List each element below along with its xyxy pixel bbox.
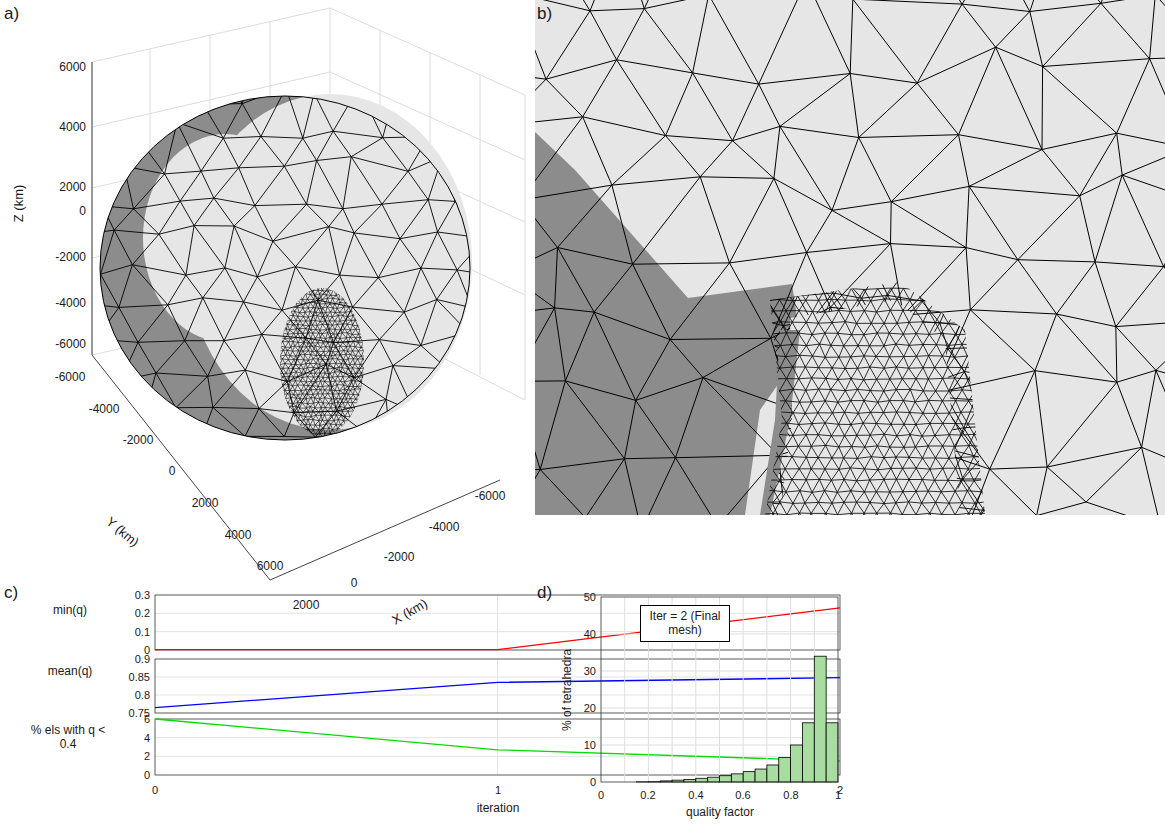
grid-line bbox=[624, 597, 625, 782]
axis-label: 0.2 bbox=[135, 607, 150, 620]
axis-label: 0.6 bbox=[735, 789, 750, 802]
axis-label: 0.85 bbox=[129, 671, 150, 684]
axis-label: 30 bbox=[584, 665, 596, 678]
axis-label: 2 bbox=[144, 750, 150, 763]
histogram-bar bbox=[731, 774, 743, 782]
axis-label: 2000 bbox=[59, 181, 86, 195]
axis-label: 4000 bbox=[225, 529, 252, 543]
axis-label: 0.8 bbox=[135, 689, 150, 702]
axis-line bbox=[92, 62, 500, 580]
axis-label: X (km) bbox=[390, 596, 431, 628]
histogram-bar bbox=[708, 777, 720, 782]
axis-label: -2000 bbox=[55, 251, 86, 265]
grid-line bbox=[766, 597, 767, 782]
axis-label: -2000 bbox=[384, 551, 415, 565]
grid-line bbox=[497, 659, 498, 713]
axis-label: mean(q) bbox=[48, 665, 93, 679]
axis-label: 10 bbox=[584, 739, 596, 752]
axis-label: 0.9 bbox=[135, 653, 150, 666]
axis-label: -4000 bbox=[429, 521, 460, 535]
axis-label: 0.2 bbox=[640, 789, 655, 802]
axis-label: 0 bbox=[144, 769, 150, 782]
axis-label: 0 bbox=[351, 577, 358, 591]
zoom-background bbox=[535, 0, 1165, 515]
axis-label: -4000 bbox=[55, 297, 86, 311]
panel-letter: b) bbox=[537, 4, 552, 24]
data-line bbox=[155, 719, 840, 761]
axis-label: 2000 bbox=[293, 599, 320, 613]
axis-label: Y (km) bbox=[103, 514, 142, 550]
panel-letter: c) bbox=[4, 583, 18, 603]
annotation-box: Iter = 2 (Final mesh) bbox=[640, 605, 730, 642]
axis-label: -6000 bbox=[55, 371, 86, 385]
histogram-bar bbox=[767, 765, 779, 782]
axis-label: 6 bbox=[144, 713, 150, 726]
mesh-medium bbox=[585, 189, 1119, 536]
axis-label: 0.4 bbox=[688, 789, 703, 802]
axis-label: 6000 bbox=[59, 61, 86, 75]
axis-label: 2000 bbox=[192, 497, 219, 511]
mesh-coarse bbox=[535, 0, 1165, 515]
axis-label: Z (km) bbox=[13, 184, 28, 222]
axis-label: 4 bbox=[144, 732, 150, 745]
axis-label: 0 bbox=[152, 784, 158, 797]
mesh-outline bbox=[100, 96, 470, 440]
annotation-text: Iter = 2 (Final mesh) bbox=[648, 609, 722, 638]
axis-label: -2000 bbox=[123, 434, 154, 448]
panel-letter: a) bbox=[4, 4, 19, 24]
histogram-bar bbox=[814, 656, 826, 782]
histogram-bar bbox=[791, 745, 803, 782]
axis-label: % of tetrahedra bbox=[561, 649, 575, 731]
axis-label: 40 bbox=[584, 628, 596, 641]
plot-frame bbox=[155, 659, 840, 713]
axis-label: 1 bbox=[495, 784, 501, 797]
panel-letter: d) bbox=[537, 583, 552, 603]
mesh-lines bbox=[456, 0, 1165, 538]
data-line bbox=[155, 678, 840, 708]
histogram-bar bbox=[720, 776, 732, 782]
axis-label: 0.3 bbox=[135, 589, 150, 602]
mesh-dense bbox=[746, 288, 1001, 526]
axis-label: quality factor bbox=[686, 806, 754, 820]
mesh-lines bbox=[51, 54, 566, 452]
axis-label: -6000 bbox=[475, 490, 506, 504]
mesh-dense bbox=[272, 281, 376, 443]
data-line bbox=[155, 608, 840, 650]
axis-label: 50 bbox=[584, 591, 596, 604]
axis-label: 4000 bbox=[59, 121, 86, 135]
axis-label: 20 bbox=[584, 702, 596, 715]
axis-label: 0 bbox=[79, 205, 86, 219]
axis-label: % els with q < 0.4 bbox=[25, 724, 111, 752]
axis-label: iteration bbox=[477, 802, 520, 816]
axis-label: 0.8 bbox=[783, 789, 798, 802]
axis-label: 1 bbox=[835, 789, 841, 802]
axis-label: 0 bbox=[590, 776, 596, 789]
grid-line bbox=[497, 595, 498, 650]
histogram-bar bbox=[755, 769, 767, 782]
histogram-bar bbox=[779, 758, 791, 782]
histogram-bar bbox=[743, 772, 755, 782]
mesh-dense-section bbox=[760, 330, 800, 515]
axis-label: -6000 bbox=[55, 338, 86, 352]
axis-label: min(q) bbox=[53, 604, 87, 618]
histogram-bar bbox=[826, 723, 838, 782]
plot-frame bbox=[155, 719, 840, 775]
mesh-coarse bbox=[51, 54, 566, 452]
axis-label: 0 bbox=[169, 465, 176, 479]
grid-line bbox=[497, 719, 498, 775]
histogram-bar bbox=[802, 723, 814, 782]
plot-frame bbox=[601, 597, 838, 782]
axis-label: 0.1 bbox=[135, 626, 150, 639]
axis-label: -4000 bbox=[89, 403, 120, 417]
plot-frame bbox=[155, 595, 840, 650]
axis-label: 0 bbox=[598, 789, 604, 802]
histogram-bar bbox=[696, 778, 708, 782]
axis-label: 6000 bbox=[257, 560, 284, 574]
plots bbox=[155, 595, 840, 782]
grid-line bbox=[743, 597, 744, 782]
